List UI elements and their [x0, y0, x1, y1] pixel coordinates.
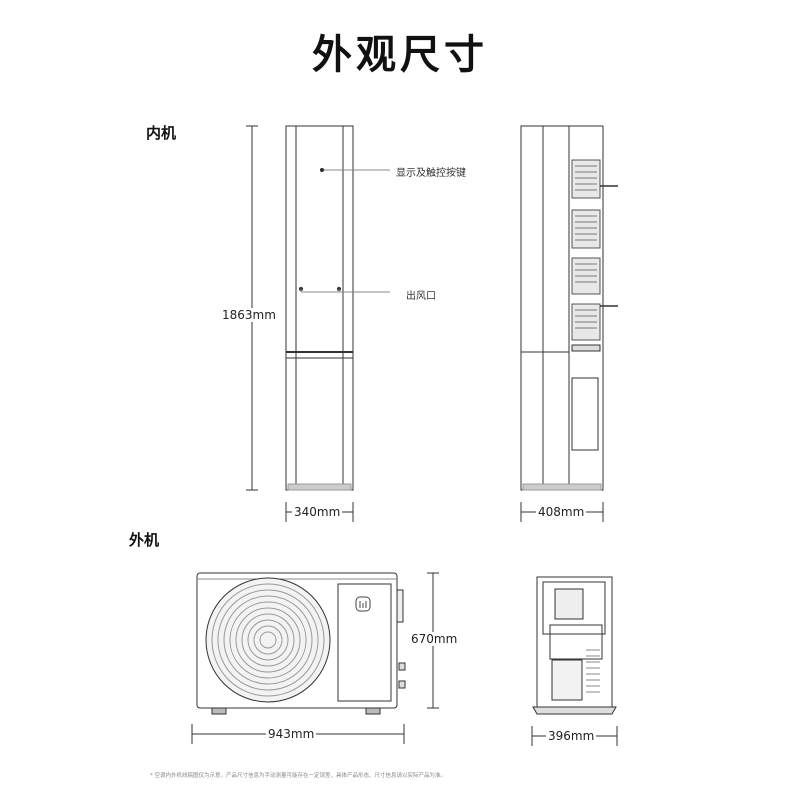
- footnote: * 空调内外机线稿图仅为示意，产品尺寸信息为手动测量可能存在一定误差，具体产品形…: [150, 773, 447, 779]
- mi-logo-icon: [355, 596, 371, 612]
- indoor-height-label: 1863mm: [220, 308, 278, 322]
- indoor-unit-side-view: [520, 125, 618, 491]
- outdoor-depth-label: 396mm: [546, 729, 597, 743]
- indoor-width-label: 340mm: [292, 505, 343, 519]
- outdoor-section-label: 外机: [129, 531, 160, 549]
- indoor-depth-label: 408mm: [536, 505, 587, 519]
- indoor-unit-front-view: [285, 125, 390, 491]
- outdoor-unit-side-view: [532, 576, 617, 715]
- page-title: 外观尺寸: [312, 32, 488, 78]
- outdoor-unit-front-view: [196, 572, 406, 715]
- display-touch-keys-callout: 显示及触控按键: [396, 168, 466, 179]
- outdoor-height-label: 670mm: [409, 632, 460, 646]
- indoor-section-label: 内机: [146, 124, 177, 142]
- outdoor-width-label: 943mm: [266, 727, 317, 741]
- air-outlet-callout: 出风口: [406, 291, 436, 302]
